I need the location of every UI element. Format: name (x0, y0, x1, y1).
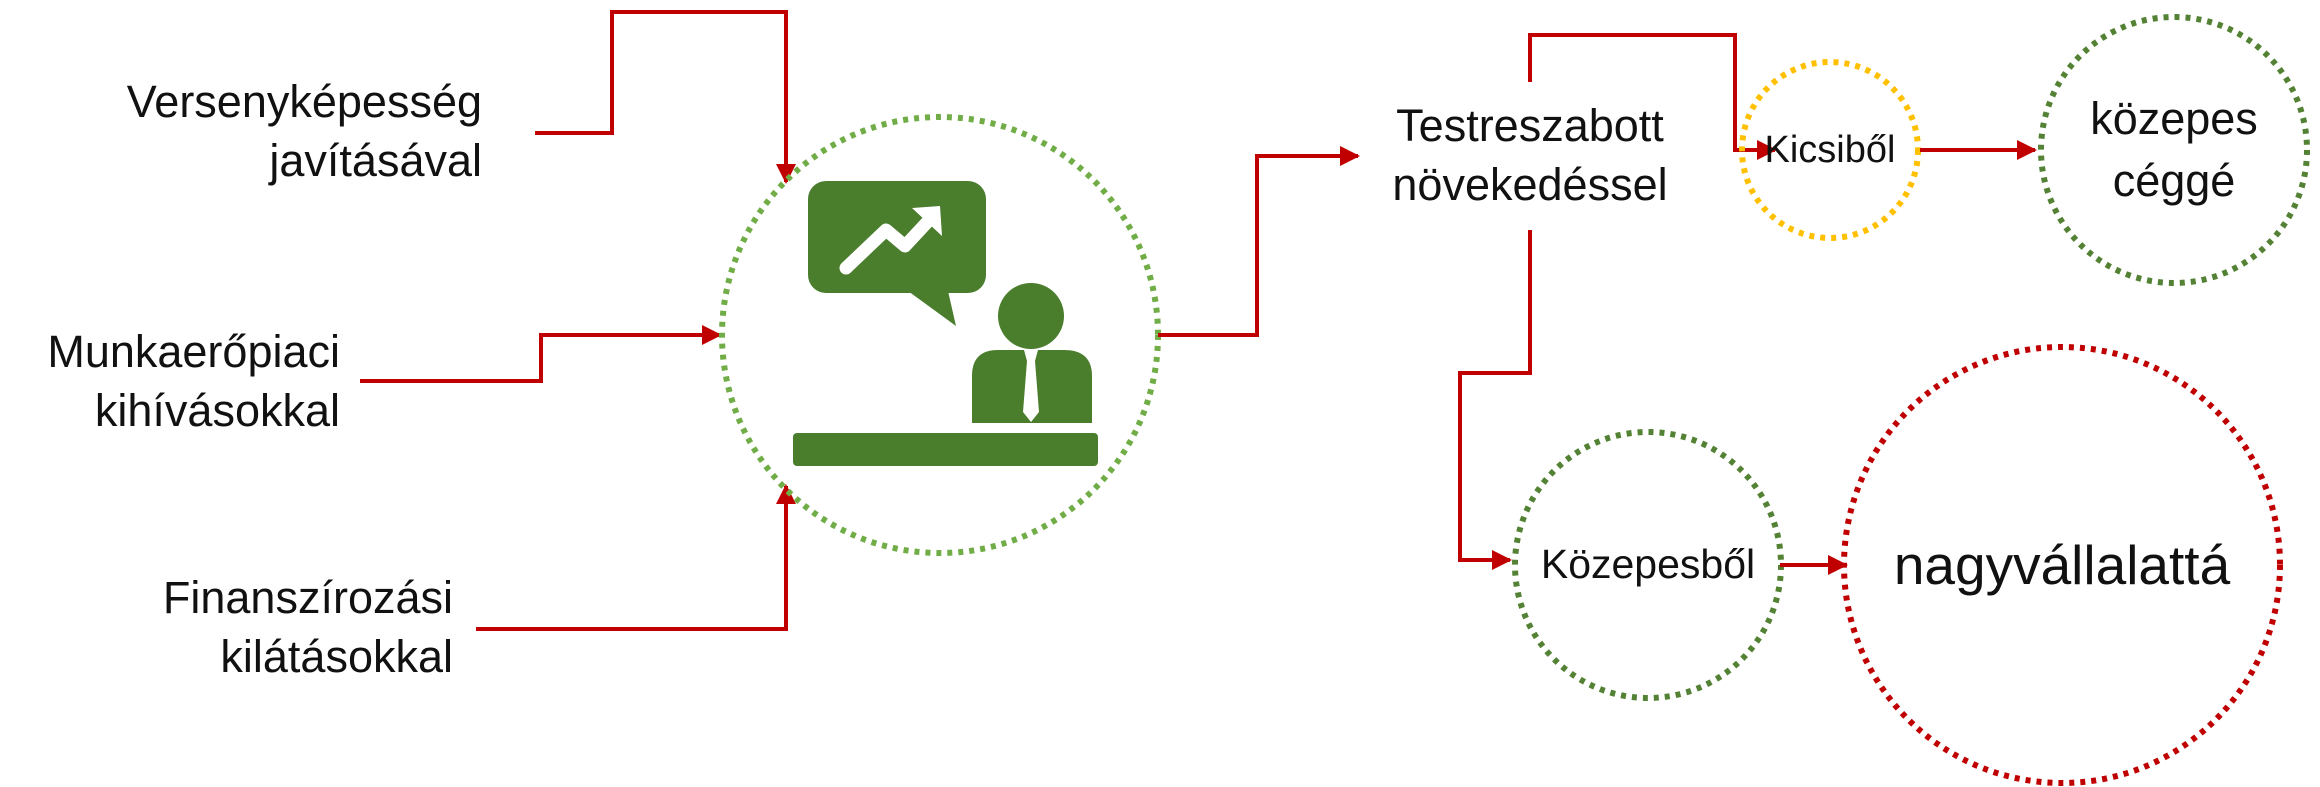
arrow-center-to-growth (1158, 146, 1360, 337)
medium-company-target-label: közepes céggé (2090, 93, 2258, 206)
arrow-competitiveness-to-center (535, 10, 796, 184)
businessman-presenting-growth-chart-icon (793, 181, 1098, 466)
large-company-label: nagyvállalattá (1893, 534, 2231, 596)
input-label-labor-market: Munkaerőpiaci kihívásokkal (47, 326, 340, 437)
small-company-label: Kicsiből (1764, 129, 1896, 171)
input-label-competitiveness: Versenyképesség javításával (126, 76, 482, 187)
arrow-labor-market-to-center (360, 325, 722, 383)
medium-company-source-label: Közepesből (1540, 541, 1756, 587)
input-label-financing: Finanszírozási kilátásokkal (162, 572, 453, 683)
medium-company-target-circle (2038, 14, 2310, 286)
arrow-growth-to-small (1528, 33, 1777, 160)
small-company-circle (1739, 59, 1921, 241)
arrow-financing-to-center (476, 484, 796, 631)
growth-label: Testreszabott növekedéssel (1392, 100, 1668, 211)
arrow-growth-to-medium (1458, 230, 1532, 570)
